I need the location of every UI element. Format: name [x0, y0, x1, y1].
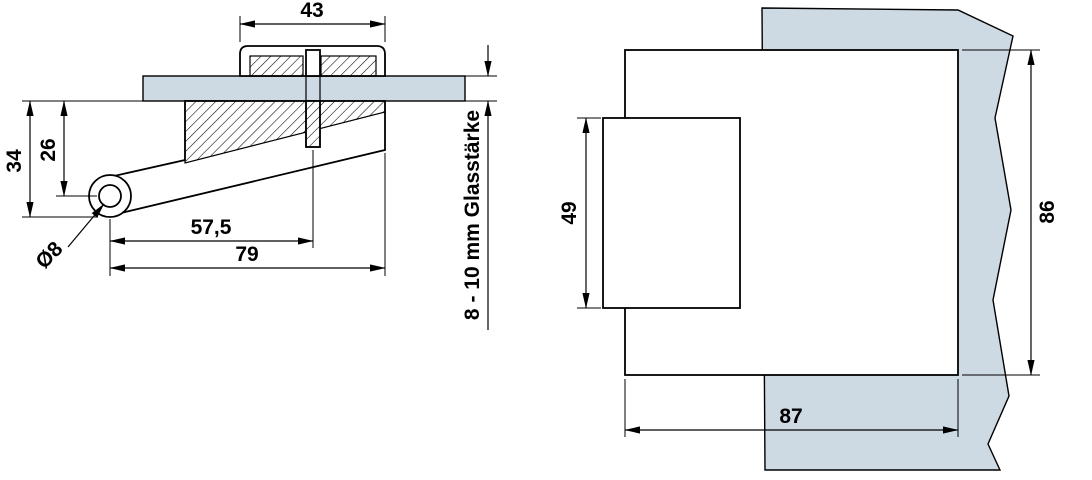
dim-body-width-label: 87	[779, 405, 802, 428]
screw-stem-lower-hatch	[305, 100, 321, 148]
gasket-left	[249, 55, 304, 77]
dim-hole-diameter-label: Ø8	[31, 237, 67, 273]
dim-body-height-label: 86	[1036, 200, 1059, 223]
gasket-right	[320, 55, 377, 77]
dim-length-total: 79	[109, 153, 386, 276]
dim-tab-height-label: 49	[558, 201, 581, 224]
dim-top-width: 43	[239, 0, 386, 42]
dim-height-to-hole-label: 26	[37, 138, 60, 161]
dim-height-total: 34	[3, 100, 98, 218]
dim-tab-height: 49	[558, 117, 601, 309]
clamp-tab	[602, 117, 741, 309]
screw-stem-upper	[305, 49, 321, 77]
right-view: 49 86 87	[558, 7, 1059, 471]
dim-top-width-label: 43	[300, 0, 323, 22]
dim-length-to-screw-axis-label: 57,5	[191, 216, 232, 239]
dim-height-total-label: 34	[3, 149, 26, 173]
dim-hole-diameter: Ø8	[31, 203, 105, 273]
left-view: 43 34 26 57,5 79	[3, 0, 497, 330]
dim-height-to-hole: 26	[37, 100, 97, 197]
pivot-hole	[98, 184, 122, 208]
dim-length-to-screw-axis: 57,5	[109, 150, 314, 276]
dim-glass-thickness: 8 - 10 mm Glasstärke	[461, 45, 497, 330]
dim-glass-thickness-label: 8 - 10 mm Glasstärke	[461, 110, 484, 320]
dim-body-height: 86	[962, 49, 1059, 376]
dim-body-width: 87	[624, 379, 959, 437]
glass-pane	[142, 75, 466, 102]
dim-length-total-label: 79	[235, 243, 258, 266]
